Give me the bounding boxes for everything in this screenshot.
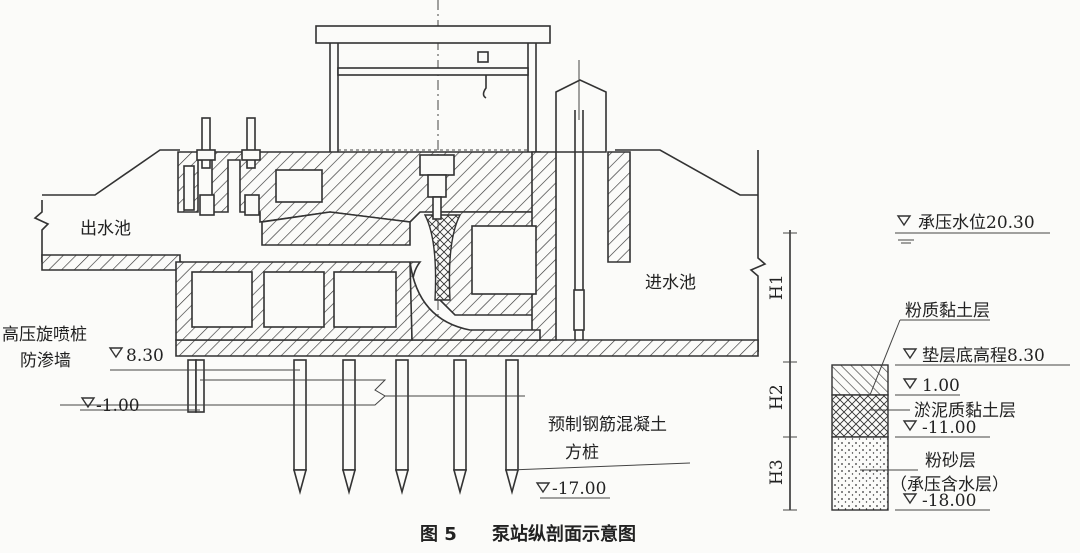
elev-m100-label: -1.00 — [96, 396, 140, 416]
outlet-pool-label: 出水池 — [80, 219, 131, 239]
elev-100-label: 1.00 — [922, 376, 960, 396]
elev-m1700-label: -17.00 — [552, 479, 606, 499]
pile — [504, 359, 520, 496]
precast-pile-label-1: 预制钢筋混凝土 — [548, 415, 667, 435]
figure-number: 图 5 — [420, 524, 457, 545]
pile — [394, 359, 410, 496]
aquifer-label: （承压含水层） — [890, 475, 1009, 495]
pile — [292, 359, 308, 496]
h1-label: H1 — [767, 274, 787, 300]
muddy-clay-label: 淤泥质黏土层 — [914, 401, 1016, 421]
leader-lines — [60, 369, 691, 499]
jet-grout-label-1: 高压旋喷桩 — [2, 325, 87, 345]
outlet-channel-slab — [41, 254, 181, 271]
h3-label: H3 — [767, 459, 787, 485]
inlet-pool-label: 进水池 — [645, 273, 696, 293]
culvert-boxes — [183, 165, 537, 328]
precast-piles — [180, 359, 525, 496]
cutoff-wall — [187, 359, 205, 413]
silt-sand-layer — [831, 436, 889, 511]
confined-water-level-label: 承压水位20.30 — [918, 213, 1035, 233]
silty-clay-label: 粉质黏土层 — [905, 301, 990, 321]
cushion-bottom-label: 垫层底高程8.30 — [922, 346, 1045, 366]
figure-title: 泵站纵剖面示意图 — [492, 523, 636, 545]
jet-grout-pipes — [196, 117, 261, 216]
elevation-markers — [80, 215, 918, 505]
silty-clay-layer — [831, 364, 889, 396]
elev-m1800-label: -18.00 — [922, 491, 976, 511]
pump-motor — [419, 154, 455, 220]
silt-sand-label: 粉砂层 — [925, 451, 976, 471]
gate-well-tower — [555, 60, 607, 340]
pile — [341, 359, 357, 496]
pump-house-superstructure — [315, 25, 551, 152]
h2-label: H2 — [767, 384, 787, 410]
muddy-clay-layer — [831, 394, 889, 438]
pump-impeller — [423, 214, 462, 301]
diagram-labels: 出水池 进水池 高压旋喷桩 防渗墙 8.30 -1.00 预制钢筋混凝土 方桩 … — [2, 213, 1045, 511]
elev-m1100-label: -11.00 — [922, 418, 976, 438]
figure-caption: 图 5 泵站纵剖面示意图 — [420, 523, 636, 545]
precast-pile-label-2: 方桩 — [565, 443, 599, 463]
jet-grout-label-2: 防渗墙 — [20, 351, 71, 371]
soil-profile — [783, 230, 1070, 511]
pile — [452, 359, 468, 496]
elev-830-label: 8.30 — [126, 346, 164, 366]
